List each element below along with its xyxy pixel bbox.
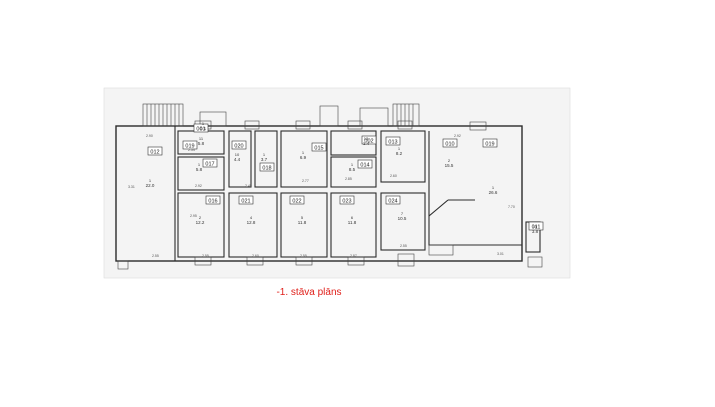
- room-area: 12.8: [247, 220, 256, 225]
- room-id: 021: [241, 198, 250, 204]
- bottom-windows: [117, 244, 543, 270]
- room-id: 002: [364, 138, 373, 144]
- room-id: 019: [185, 143, 194, 149]
- room-area: 0.1: [200, 126, 207, 131]
- room-id-box: [442, 138, 458, 148]
- room-id-box: [339, 195, 355, 205]
- room-id: 018: [262, 165, 271, 171]
- room-number: 1: [198, 162, 201, 167]
- svg-text:2.55: 2.55: [152, 254, 159, 258]
- room-id-box: [147, 146, 163, 156]
- room-id: 012: [150, 149, 159, 155]
- room-number: 11: [199, 136, 204, 141]
- room-id-box: [385, 136, 401, 146]
- room-id: 017: [205, 161, 214, 167]
- svg-text:2.34: 2.34: [188, 148, 195, 152]
- room-number: 1: [351, 162, 354, 167]
- room-area: 8.2: [396, 151, 403, 156]
- room-id-box: [238, 195, 254, 205]
- outer-wall: [115, 125, 523, 262]
- room-area: 22.0: [146, 183, 155, 188]
- room-id: 001: [196, 126, 205, 132]
- room-id: 013: [388, 139, 397, 145]
- room-number: 6: [351, 215, 354, 220]
- top-stairs: [142, 103, 420, 127]
- dimension-marks: 2.90 2.34 2.92 2.95 2.45 2.77 2.85 2.60 2.92…: [128, 134, 515, 258]
- plan-paper: [103, 87, 571, 279]
- room-id-box: [482, 138, 498, 148]
- room-number: 1: [492, 185, 495, 190]
- svg-text:2.92: 2.92: [195, 184, 202, 188]
- room-area: 26.6: [489, 190, 498, 195]
- svg-text:2.55: 2.55: [400, 244, 407, 248]
- room-area: 11.8: [348, 220, 357, 225]
- room-number: 4: [250, 215, 253, 220]
- svg-text:2.87: 2.87: [350, 254, 357, 258]
- room-id: 020: [234, 143, 243, 149]
- room-id: 016: [208, 198, 217, 204]
- room-area: 10.5: [398, 216, 407, 221]
- svg-text:2.45: 2.45: [245, 184, 252, 188]
- room-area: 5.8: [196, 167, 203, 172]
- room-area: 12.2: [196, 220, 205, 225]
- room-id-box: [385, 195, 401, 205]
- room-area: 15.5: [445, 163, 454, 168]
- svg-text:3.31: 3.31: [128, 185, 135, 189]
- room-id-box: [528, 221, 544, 231]
- room-area: 8.5: [349, 167, 356, 172]
- room-number: 10: [235, 152, 240, 157]
- room-id-box: [231, 140, 247, 150]
- room-id-box: [259, 162, 275, 172]
- svg-text:2.60: 2.60: [390, 174, 397, 178]
- svg-text:2.77: 2.77: [302, 179, 309, 183]
- room-id: 019: [485, 141, 494, 147]
- room-area: 6.9: [300, 155, 307, 160]
- room-number: 1: [202, 121, 205, 126]
- room-id-box: [311, 142, 327, 152]
- room-number: 2: [199, 215, 202, 220]
- svg-text:2.92: 2.92: [454, 134, 461, 138]
- svg-text:3.01: 3.01: [497, 252, 504, 256]
- room-id-box: [289, 195, 305, 205]
- room-area: 5.8: [198, 141, 205, 146]
- room-area: 3.8: [532, 229, 539, 234]
- room-number: 1: [263, 152, 266, 157]
- svg-text:2.95: 2.95: [190, 214, 197, 218]
- room-id-box: [357, 159, 373, 169]
- room-number: 1: [398, 146, 401, 151]
- room-id: 010: [445, 141, 454, 147]
- svg-text:2.55: 2.55: [202, 254, 209, 258]
- room-area: 4.4: [234, 157, 241, 162]
- room-number: 13: [364, 136, 369, 141]
- room-area: 1.4: [363, 141, 370, 146]
- room-number: 5: [301, 215, 304, 220]
- room-id-box: [182, 140, 198, 150]
- svg-text:2.55: 2.55: [300, 254, 307, 258]
- room-number: 7: [401, 211, 404, 216]
- room-number: 1: [149, 178, 152, 183]
- room-id-box: [193, 123, 209, 133]
- room-id: 023: [342, 198, 351, 204]
- room-id-box: [202, 158, 218, 168]
- room-area: 11.8: [298, 220, 307, 225]
- room-id: 024: [388, 198, 397, 204]
- svg-text:2.85: 2.85: [345, 177, 352, 181]
- room-id: 022: [292, 198, 301, 204]
- room-id: 014: [360, 162, 369, 168]
- room-number: 2: [448, 158, 451, 163]
- room-number: 1: [302, 150, 305, 155]
- room-id: 015: [314, 145, 323, 151]
- room-labels: 012122.0019115.801715.8016212.2020104.40…: [146, 121, 544, 234]
- room-id-box: [361, 135, 377, 145]
- room-number: 15: [533, 224, 538, 229]
- room-id: 011: [532, 224, 541, 230]
- plan-caption: -1. stāva plāns: [276, 287, 342, 298]
- room-id-box: [205, 195, 221, 205]
- svg-text:7.70: 7.70: [508, 205, 515, 209]
- room-area: 3.7: [261, 157, 268, 162]
- svg-text:2.60: 2.60: [252, 254, 259, 258]
- svg-text:2.90: 2.90: [146, 134, 153, 138]
